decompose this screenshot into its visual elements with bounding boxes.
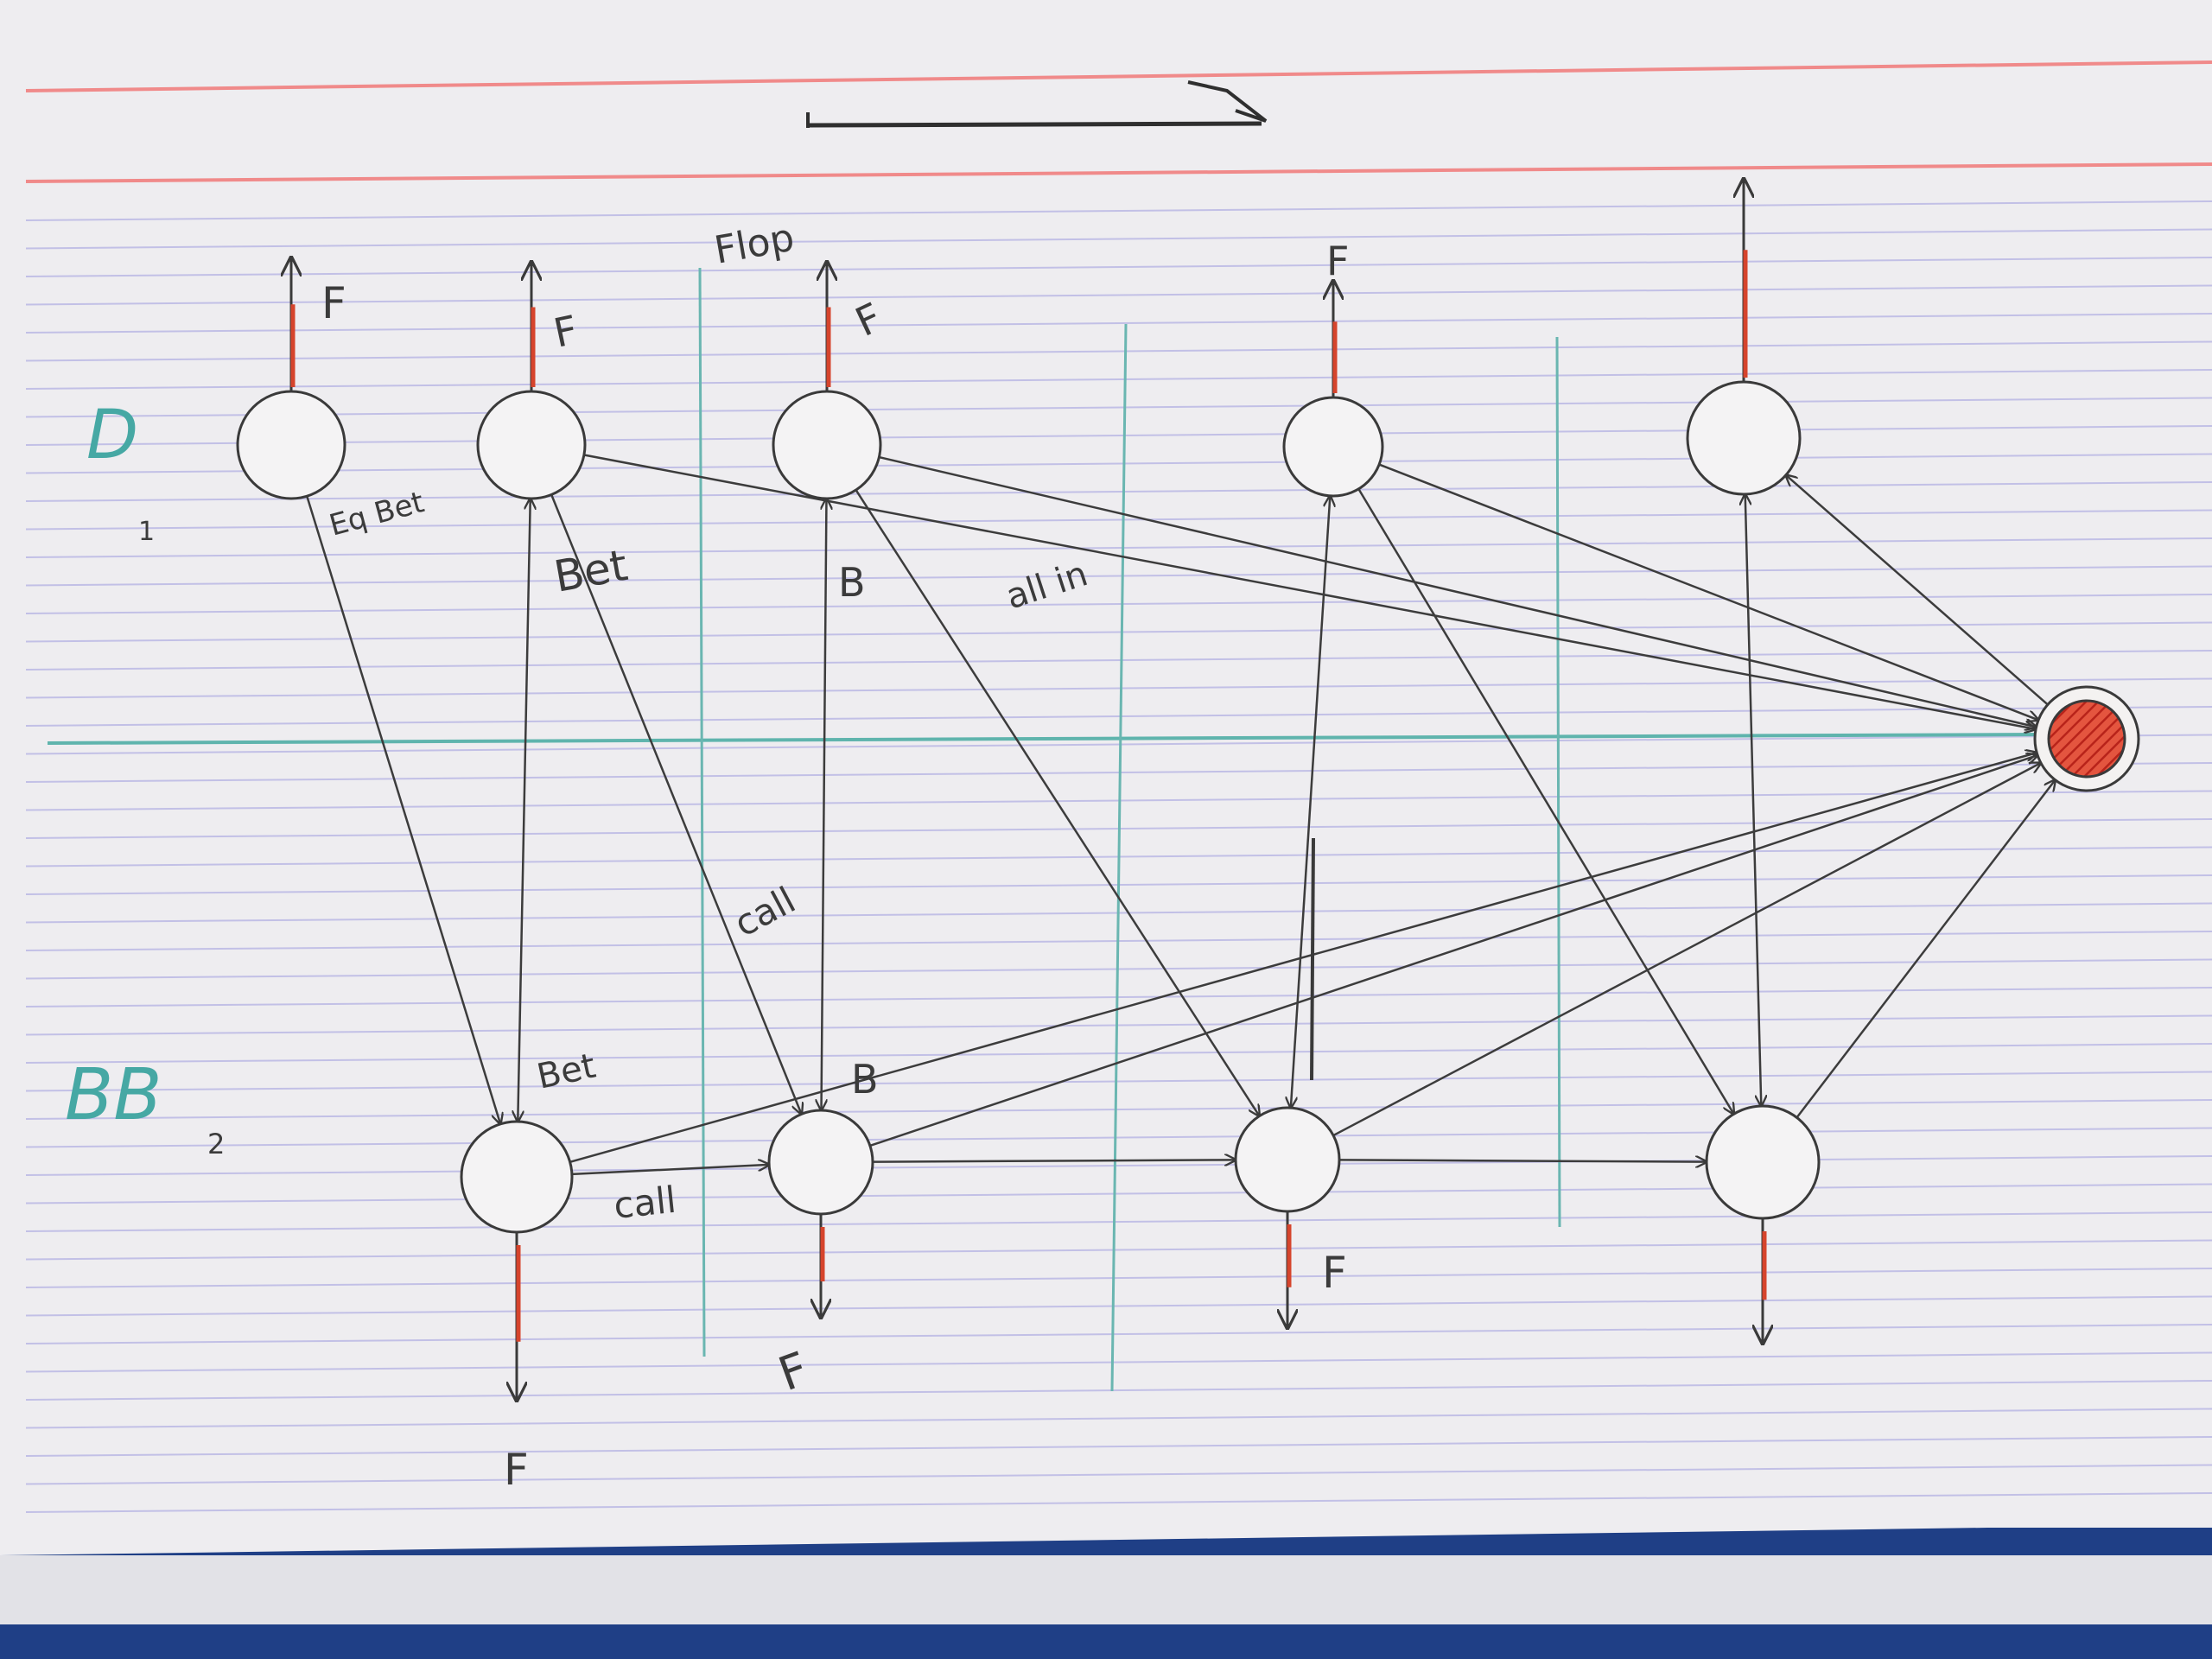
ruled-line: [25, 257, 2212, 277]
ruled-line: [25, 734, 2212, 755]
edge-b3-terminal: [1332, 763, 2041, 1137]
edge-d2-b2: [550, 494, 801, 1114]
terminal-node: [2033, 685, 2140, 792]
ruled-line: [25, 453, 2212, 474]
edge-d2-b1: [518, 499, 530, 1122]
node-d5: [1686, 380, 1802, 496]
ruled-line: [25, 706, 2212, 727]
edge-b1-b2: [571, 1165, 769, 1176]
ruled-line: [25, 1183, 2212, 1205]
progress-arrow: [806, 80, 1268, 128]
ruled-line: [25, 1155, 2212, 1176]
node-b4: [1705, 1104, 1821, 1220]
ruled-line: [25, 1492, 2212, 1513]
ruled-line: [25, 200, 2212, 221]
node-d2: [476, 390, 587, 500]
row-label-bb: BB: [65, 1054, 162, 1136]
edge-label-bet-d2: Bet: [550, 540, 631, 602]
ruled-line: [25, 1014, 2212, 1036]
edge-b4-terminal: [1796, 780, 2056, 1119]
edge-d3-b2: [822, 499, 827, 1110]
ruled-line: [25, 228, 2212, 250]
edges: [306, 454, 2056, 1176]
ruled-line: [25, 537, 2212, 558]
ruled-line: [25, 650, 2212, 671]
ruled-line: [25, 1099, 2212, 1120]
ruled-line: [25, 565, 2212, 587]
edge-d2-terminal: [583, 454, 2036, 729]
ruled-line: [25, 1324, 2212, 1344]
edge-b2-terminal: [869, 755, 2037, 1147]
ruled-line: [25, 1295, 2212, 1317]
exit-arrows: [291, 179, 1764, 1401]
ruled-line: [25, 1211, 2212, 1232]
ruled-line: [25, 1436, 2212, 1457]
row-label-d-sub: 1: [138, 517, 155, 547]
ruled-line: [25, 425, 2212, 446]
nodes: [236, 380, 1821, 1234]
ruled-line: [25, 677, 2212, 699]
edge-d4-b3: [1291, 496, 1330, 1108]
edge-d4-terminal: [1378, 463, 2038, 721]
ruled-line: [25, 313, 2212, 334]
ruled-line: [25, 621, 2212, 643]
ruled-lines: [25, 200, 2212, 1513]
ruled-line: [25, 1239, 2212, 1261]
edge-b3-b4: [1338, 1160, 1707, 1161]
edge-label-call-horiz: call: [612, 1179, 678, 1227]
node-b3: [1234, 1106, 1341, 1213]
ruled-line: [25, 1408, 2212, 1429]
edge-d4-b4: [1357, 488, 1733, 1114]
edge-terminal-d5: [1786, 475, 2049, 706]
edge-label-b-self: B: [851, 1056, 879, 1103]
exit-label-d1: F: [321, 278, 346, 328]
edge-d3-b3: [855, 489, 1260, 1116]
ruled-line: [25, 1127, 2212, 1148]
ruled-line: [25, 1071, 2212, 1092]
exit-label-d4: F: [1326, 238, 1349, 284]
node-b1: [460, 1120, 574, 1234]
edge-b2-b3: [872, 1160, 1236, 1161]
ruled-line: [25, 1043, 2212, 1064]
ruled-line: [25, 1268, 2212, 1288]
ruled-line: [25, 397, 2212, 418]
ruled-line: [25, 369, 2212, 390]
node-d3: [772, 390, 882, 500]
node-d4: [1282, 396, 1384, 498]
edge-d1-b1: [306, 495, 500, 1124]
ruled-line: [25, 509, 2212, 531]
ruled-line: [25, 481, 2212, 502]
edge-d5-b4: [1745, 494, 1762, 1106]
node-d1: [236, 390, 346, 500]
ruled-line: [25, 1464, 2212, 1485]
exit-label-b3: F: [1322, 1248, 1347, 1298]
ruled-line: [25, 594, 2212, 614]
ruled-line: [25, 340, 2212, 362]
edge-b1-terminal: [569, 753, 2037, 1164]
ruled-line: [25, 284, 2212, 306]
ruled-line: [25, 1351, 2212, 1373]
edge-label-b: B: [838, 559, 866, 606]
edge-d3-terminal: [879, 455, 2036, 727]
node-b2: [767, 1109, 874, 1216]
ruled-line: [25, 987, 2212, 1007]
exit-label-b1: F: [504, 1445, 529, 1495]
pencil-scribble: [1310, 837, 1315, 1081]
row-label-bb-sub: 2: [207, 1128, 225, 1160]
ruled-line: [25, 958, 2212, 980]
ruled-line: [25, 1380, 2212, 1401]
margin-lines: [25, 60, 2212, 1392]
row-label-d: D: [86, 397, 138, 474]
